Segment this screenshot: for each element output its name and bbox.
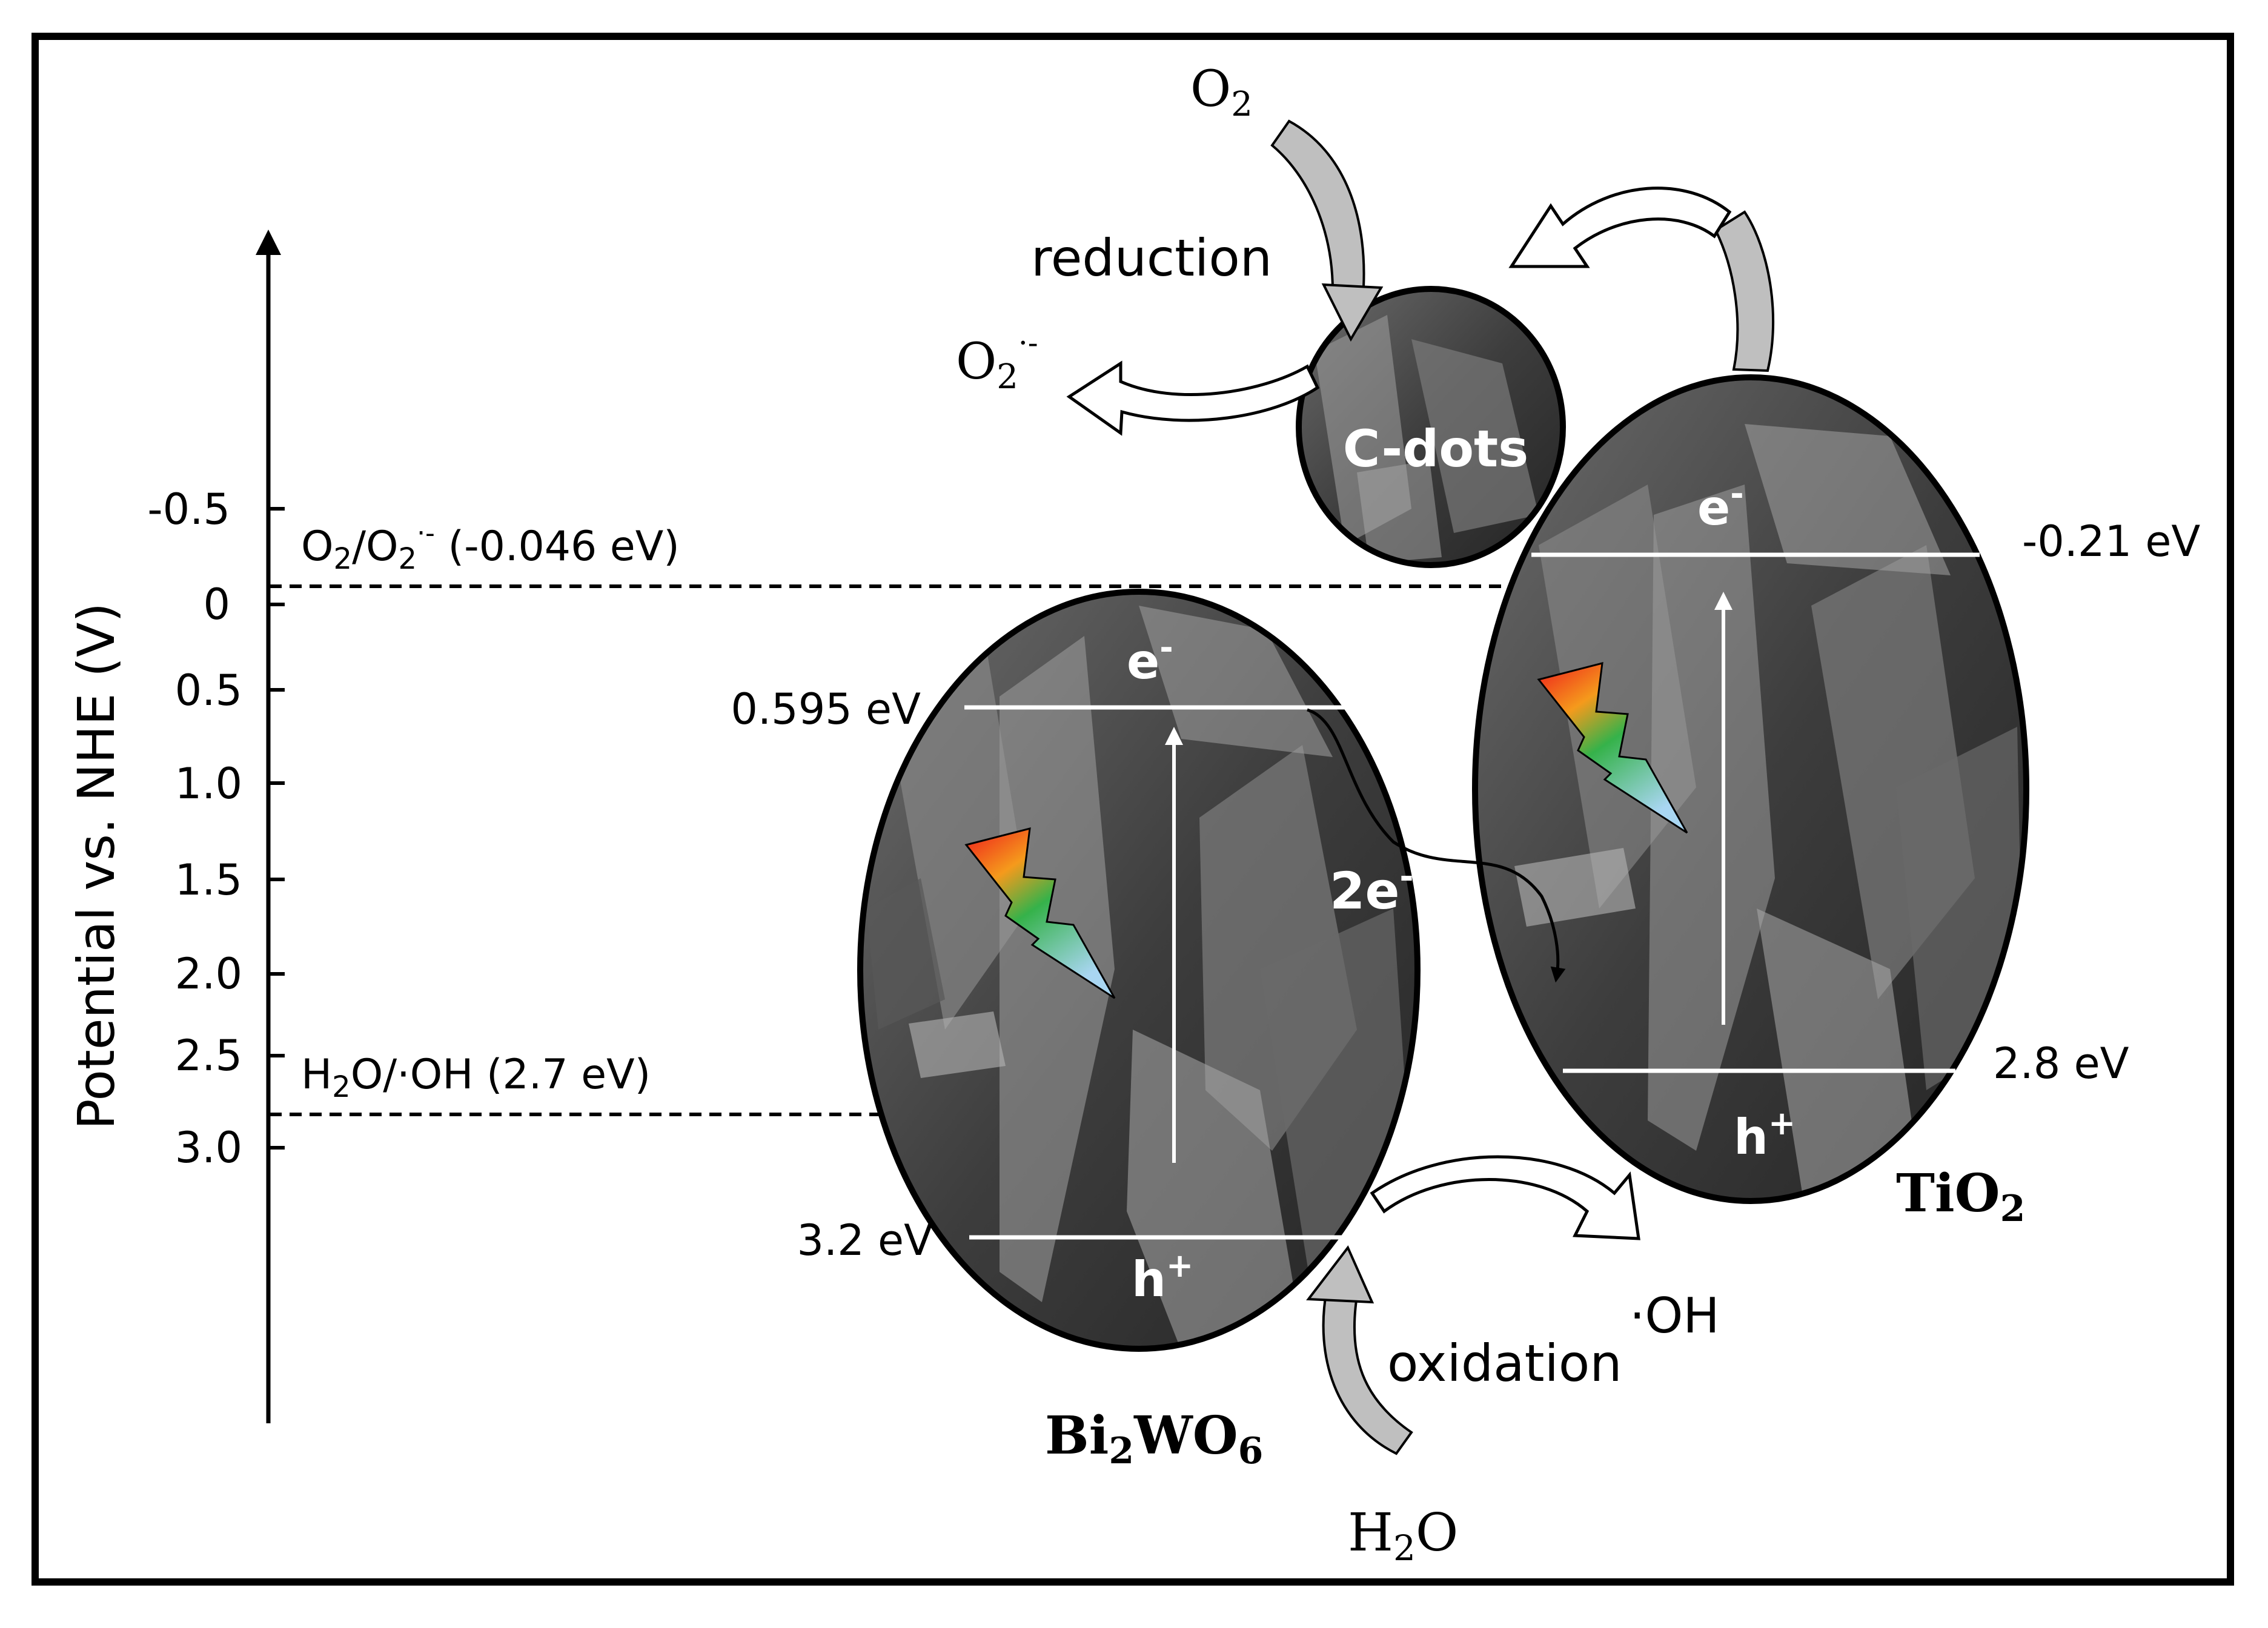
tick-label: -0.5 [147, 485, 230, 534]
bi2wo6-particle [857, 589, 1421, 1352]
reduction-label: reduction [1031, 228, 1272, 288]
lightning-icon [964, 827, 1116, 999]
electron-to-cdots-arrow [1508, 187, 1732, 268]
h2o-reference-label: H2O/·OH (2.7 eV) [301, 1051, 651, 1104]
lightning-icon [1537, 661, 1688, 834]
tio2-hole: h+ [1734, 1104, 1795, 1165]
tio2-cb-energy: -0.21 eV [2022, 517, 2200, 566]
electron-transfer-arrow [1307, 708, 1566, 983]
o2-reference-label: O2/O2·- (-0.046 eV) [301, 518, 680, 576]
bi2wo6-electron: e- [1127, 629, 1173, 690]
bi2wo6-name: Bi2WO6 [1045, 1405, 1263, 1472]
tick-label: 1.5 [175, 855, 242, 905]
tick-label: 2.5 [175, 1031, 242, 1080]
o2-inflow-arrowhead [1321, 283, 1384, 342]
oxidation-label: oxidation [1387, 1334, 1622, 1393]
h2o-reactant-label: H2O [1348, 1503, 1458, 1569]
tio2-vb-energy: 2.8 eV [1993, 1039, 2129, 1088]
bi2wo6-cb-energy: 0.595 eV [731, 684, 921, 734]
hydroxyl-product-label: ·OH [1630, 1288, 1720, 1344]
bi2wo6-hole: h+ [1132, 1246, 1193, 1308]
tio2-electron: e- [1697, 475, 1744, 536]
tick-label: 0 [203, 580, 230, 629]
tick-label: 3.0 [175, 1123, 242, 1173]
cdots-particle [1296, 286, 1566, 568]
tio2-particle [1472, 374, 2029, 1204]
tick-label: 2.0 [175, 949, 242, 999]
tick-label: 1.0 [175, 759, 242, 809]
h2o-inflow-arrowhead [1306, 1245, 1374, 1304]
superoxide-product-label: O2·- [956, 325, 1038, 397]
axis-ticks [268, 507, 285, 1150]
o2-reactant-label: O2 [1190, 61, 1253, 124]
bi2wo6-vb-energy: 3.2 eV [797, 1216, 933, 1265]
tio2-outflow-arrow [1714, 210, 1775, 372]
electron-transfer-label: 2e- [1330, 857, 1414, 921]
axis-label: Potential vs. NHE (V) [67, 603, 126, 1130]
tio2-name: TiO2 [1896, 1163, 2025, 1230]
cdots-label: C-dots [1343, 419, 1528, 478]
tick-label: 0.5 [175, 666, 242, 715]
oxidation-product-arrow [1370, 1155, 1640, 1240]
reduction-product-arrow [1066, 360, 1320, 436]
